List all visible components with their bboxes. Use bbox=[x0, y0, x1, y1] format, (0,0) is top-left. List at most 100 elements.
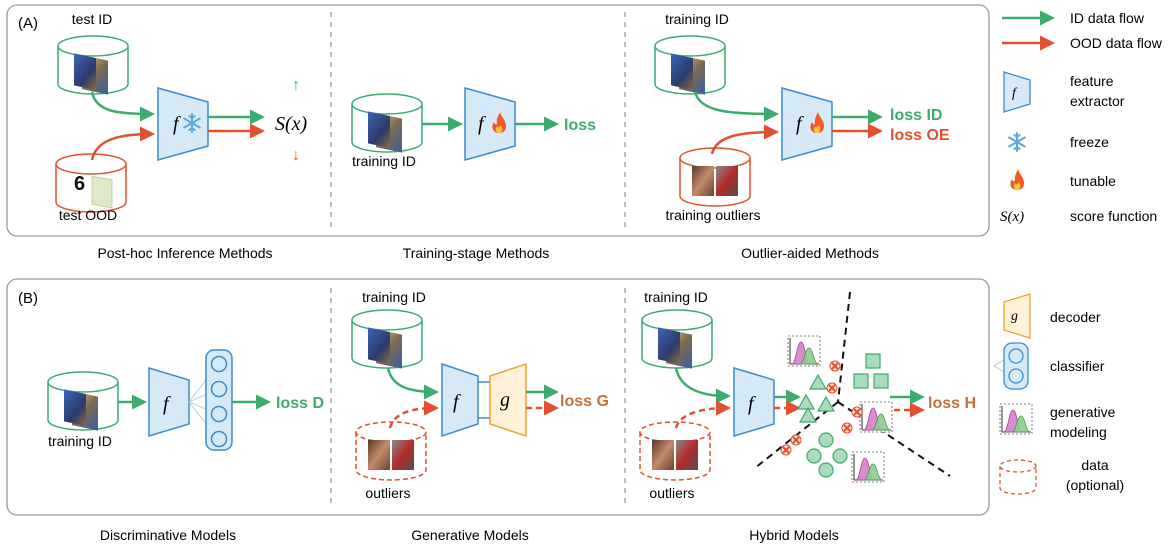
f-symbol: f bbox=[163, 393, 171, 415]
id-flow-arrow bbox=[90, 91, 155, 122]
feature-extractor bbox=[733, 366, 775, 438]
generative-modeling-icon bbox=[859, 401, 893, 433]
training-id-cylinder bbox=[47, 371, 119, 431]
cross-icon bbox=[841, 422, 853, 434]
class-squares bbox=[853, 353, 889, 389]
gen-ood-label: outliers bbox=[365, 485, 410, 501]
test-id-cylinder bbox=[57, 35, 129, 95]
disc-in-label: training ID bbox=[48, 433, 112, 449]
class-circles bbox=[806, 432, 848, 478]
outlier-ood-label: training outliers bbox=[666, 207, 761, 223]
training-id-cylinder bbox=[641, 309, 713, 369]
feature-extractor bbox=[464, 87, 516, 161]
posthoc-in-label: test ID bbox=[72, 11, 112, 27]
legend-g: g bbox=[1011, 309, 1018, 324]
legend-f: f bbox=[1012, 86, 1018, 101]
f-symbol: f bbox=[748, 393, 756, 415]
id-flow-arrow bbox=[693, 91, 779, 122]
caption-hybrid: Hybrid Models bbox=[749, 527, 838, 543]
ood-flow-arrow bbox=[710, 124, 779, 155]
legend-extractor-1: feature bbox=[1070, 73, 1114, 89]
legend-id-flow: ID data flow bbox=[1070, 10, 1145, 26]
id-flow-arrow bbox=[386, 367, 439, 400]
caption-outlier: Outlier-aided Methods bbox=[741, 245, 879, 261]
hybrid-feature-space bbox=[754, 291, 951, 483]
cross-icon bbox=[851, 406, 863, 418]
legend-b: g decoder classifier generative modeling… bbox=[993, 293, 1124, 495]
panel-a-frame bbox=[6, 4, 990, 237]
snowflake-icon bbox=[1008, 132, 1026, 152]
caption-training: Training-stage Methods bbox=[403, 245, 550, 261]
training-id-cylinder bbox=[654, 35, 726, 95]
training-outliers-cylinder bbox=[679, 147, 751, 207]
loss-h: loss H bbox=[928, 395, 976, 412]
legend-data-1: data bbox=[1081, 457, 1108, 473]
cross-icon bbox=[790, 434, 802, 446]
class-triangles bbox=[796, 373, 836, 423]
legend-ood-flow: OOD data flow bbox=[1070, 35, 1163, 51]
training-loss: loss bbox=[564, 117, 596, 134]
loss-oe: loss OE bbox=[890, 127, 950, 144]
ood-flow-arrow bbox=[388, 400, 439, 429]
legend-decoder: decoder bbox=[1050, 309, 1101, 325]
cross-icon bbox=[826, 382, 838, 394]
legend-score-symbol: S(x) bbox=[1000, 209, 1024, 225]
caption-posthoc: Post-hoc Inference Methods bbox=[97, 245, 272, 261]
legend-tunable: tunable bbox=[1070, 173, 1116, 189]
legend-gen-2: modeling bbox=[1050, 424, 1107, 440]
digit-sample: 6 bbox=[74, 173, 85, 195]
outliers-cylinder bbox=[355, 421, 427, 481]
ood-flow-arrow bbox=[674, 400, 731, 429]
caption-gen: Generative Models bbox=[411, 527, 529, 543]
legend-a: ID data flow OOD data flow f feature ext… bbox=[1000, 10, 1163, 225]
panel-b-frame bbox=[6, 278, 990, 516]
f-symbol: f bbox=[453, 391, 461, 413]
g-symbol: g bbox=[500, 389, 510, 411]
feature-extractor bbox=[157, 87, 209, 161]
panel-a-label: (A) bbox=[18, 15, 38, 32]
f-symbol: f bbox=[478, 113, 486, 135]
generative-modeling-icon bbox=[851, 451, 885, 483]
test-ood-cylinder: 6 bbox=[55, 153, 127, 213]
f-symbol: f bbox=[173, 113, 181, 135]
legend-score: score function bbox=[1070, 208, 1157, 224]
gen-in-label: training ID bbox=[362, 289, 426, 305]
outlier-in-label: training ID bbox=[665, 11, 729, 27]
classifier-head bbox=[188, 349, 233, 451]
cross-icon bbox=[829, 360, 841, 372]
ood-flow-arrow bbox=[90, 126, 155, 161]
hybrid-ood-label: outliers bbox=[649, 485, 694, 501]
training-id-cylinder bbox=[351, 93, 423, 153]
legend-extractor-2: extractor bbox=[1070, 93, 1125, 109]
feature-extractor bbox=[148, 366, 190, 438]
encoder-shape bbox=[441, 362, 479, 438]
legend-data-cylinder bbox=[999, 459, 1037, 495]
legend-freeze: freeze bbox=[1070, 134, 1109, 150]
loss-id: loss ID bbox=[890, 107, 942, 124]
training-in-label: training ID bbox=[352, 153, 416, 169]
id-flow-arrow bbox=[674, 367, 731, 404]
posthoc-ood-label: test OOD bbox=[59, 207, 117, 223]
up-arrow: ↑ bbox=[292, 77, 300, 94]
cross-icon bbox=[780, 444, 792, 456]
feature-extractor bbox=[781, 87, 833, 161]
caption-disc: Discriminative Models bbox=[100, 527, 236, 543]
legend-extractor-shape bbox=[1003, 71, 1031, 113]
loss-g: loss G bbox=[560, 393, 609, 410]
training-id-cylinder bbox=[351, 309, 423, 369]
outliers-cylinder bbox=[639, 421, 711, 481]
generative-modeling-icon bbox=[787, 335, 821, 367]
flame-icon bbox=[1010, 169, 1024, 190]
legend-classifier: classifier bbox=[1050, 358, 1105, 374]
legend-gen-1: generative bbox=[1050, 404, 1116, 420]
generative-modeling-icon bbox=[999, 403, 1033, 435]
score-symbol: S(x) bbox=[275, 113, 308, 135]
loss-d: loss D bbox=[276, 395, 324, 412]
legend-decoder-shape bbox=[1003, 293, 1031, 339]
f-symbol: f bbox=[796, 113, 804, 135]
panel-b-label: (B) bbox=[18, 290, 38, 307]
decoder-shape bbox=[489, 362, 527, 438]
legend-data-2: (optional) bbox=[1066, 477, 1124, 493]
hybrid-in-label: training ID bbox=[644, 289, 708, 305]
